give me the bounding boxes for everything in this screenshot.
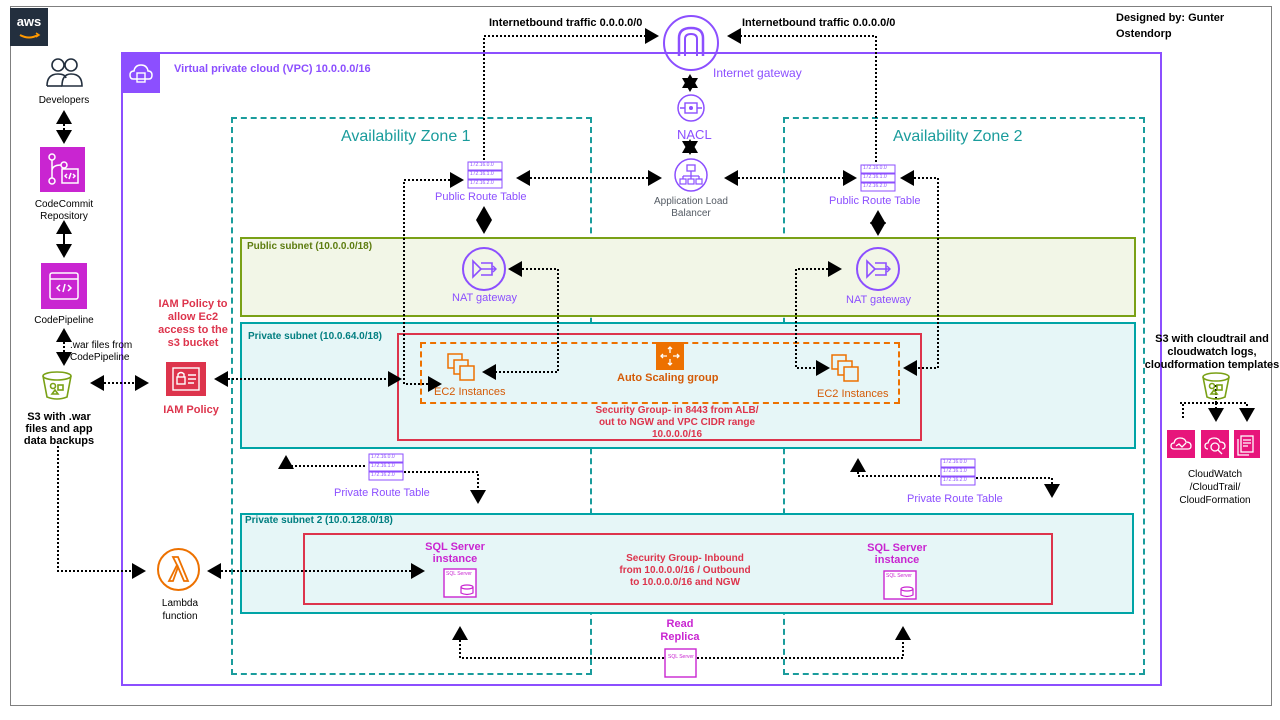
codecommit-label: CodeCommit Repository [34,199,94,222]
aws-logo: aws [10,8,48,46]
sql-server-1-icon: SQL Server [443,568,477,598]
public-route-table-1-label: Public Route Table [435,191,527,203]
sg2-label: Security Group- Inbound from 10.0.0.0/16… [619,553,751,588]
developers-icon [44,56,84,90]
private-route-table-2-icon: 172.16.0.0 172.16.1.0 172.16.2.0 [940,458,976,486]
load-balancer-icon [674,158,708,192]
iam-policy-description: IAM Policy to allow Ec2 access to the s3… [158,298,228,349]
asg-label: Auto Scaling group [617,372,719,384]
internet-gateway-icon [662,14,720,72]
internet-traffic-label-left: Internetbound traffic 0.0.0.0/0 [489,17,643,29]
alb-label: Application Load Balancer [654,196,728,219]
sql-badge: SQL Server [886,573,912,579]
route-row: 172.16.1.0 [863,174,887,180]
security-group-1 [397,333,922,441]
az2-label: Availability Zone 2 [893,128,1023,145]
private-subnet-1-label: Private subnet (10.0.64.0/18) [248,331,382,342]
read-replica-label: Read Replica [660,618,700,643]
nat-gateway-2-label: NAT gateway [846,294,912,306]
lambda-icon [156,547,201,592]
read-replica-icon: SQL Server [664,648,697,678]
sql-server-1-label: SQL Server instance [425,541,485,565]
war-files-label: .war files from CodePipeline [70,340,133,363]
ec2-instances-1-icon [446,352,476,382]
sql-badge: SQL Server [668,654,694,660]
route-row: 172.16.2.0 [863,183,887,189]
nat-gateway-1-label: NAT gateway [452,292,518,304]
route-row: 172.16.0.0 [371,454,395,460]
nacl-icon [677,94,705,122]
route-row: 172.16.2.0 [470,180,494,186]
public-subnet-label: Public subnet (10.0.0.0/18) [247,241,373,252]
public-subnet [240,237,1136,317]
route-row: 172.16.0.0 [943,459,967,465]
internet-traffic-label-right: Internetbound traffic 0.0.0.0/0 [742,17,896,29]
az1-label: Availability Zone 1 [341,128,471,145]
ec2-instances-2-label: EC2 Instances [817,388,889,400]
sql-server-2-label: SQL Server instance [867,542,927,566]
private-route-table-1-label: Private Route Table [334,487,430,499]
cloudtrail-icon [1201,430,1229,458]
developers-label: Developers [38,95,90,106]
ec2-instances-1-label: EC2 Instances [434,386,506,398]
vpc-icon [122,53,160,93]
codepipeline-label: CodePipeline [34,315,94,326]
route-row: 172.16.1.0 [943,468,967,474]
internet-gateway-label: Internet gateway [713,66,802,80]
public-route-table-2-label: Public Route Table [829,195,921,207]
designer-credit: Designed by: Gunter Ostendorp [1116,12,1225,40]
s3-bucket-right-label: S3 with cloudtrail and cloudwatch logs, … [1144,333,1280,371]
private-route-table-1-icon: 172.16.0.0 172.16.1.0 172.16.2.0 [368,453,404,481]
route-row: 172.16.0.0 [863,165,887,171]
sql-server-2-icon: SQL Server [883,570,917,600]
iam-policy-label: IAM Policy [163,404,219,416]
s3-bucket-right-icon [1200,370,1232,402]
route-row: 172.16.2.0 [943,477,967,483]
codecommit-icon [40,147,85,192]
iam-policy-icon [166,362,206,396]
diagram-frame [10,6,1272,706]
route-row: 172.16.2.0 [371,472,395,478]
sg1-label: Security Group- in 8443 from ALB/ out to… [595,405,759,440]
lambda-label: Lambda function [161,598,199,622]
private-subnet-2-label: Private subnet 2 (10.0.128.0/18) [245,515,393,526]
private-route-table-2-label: Private Route Table [907,493,1003,505]
s3-bucket-left-label: S3 with .war files and app data backups [23,411,95,447]
vpc-label: Virtual private cloud (VPC) 10.0.0.0/16 [174,63,371,75]
codepipeline-icon [41,263,87,309]
nacl-label: NACL [677,127,712,142]
public-route-table-1-icon: 172.16.0.0 172.16.1.0 172.16.2.0 [467,161,503,189]
route-row: 172.16.0.0 [470,162,494,168]
s3-bucket-left-icon [40,368,74,402]
cloudwatch-icon [1167,430,1195,458]
route-row: 172.16.1.0 [371,463,395,469]
ec2-instances-2-icon [830,353,860,383]
public-route-table-2-icon: 172.16.0.0 172.16.1.0 172.16.2.0 [860,164,896,192]
cloudformation-icon [1234,430,1260,458]
auto-scaling-icon [656,342,684,370]
sql-badge: SQL Server [446,571,472,577]
nat-gateway-2-icon [855,246,901,292]
nat-gateway-1-icon [461,246,507,292]
route-row: 172.16.1.0 [470,171,494,177]
monitoring-label: CloudWatch /CloudTrail/ CloudFormation [1179,469,1251,506]
aws-logo-text: aws [16,14,42,29]
